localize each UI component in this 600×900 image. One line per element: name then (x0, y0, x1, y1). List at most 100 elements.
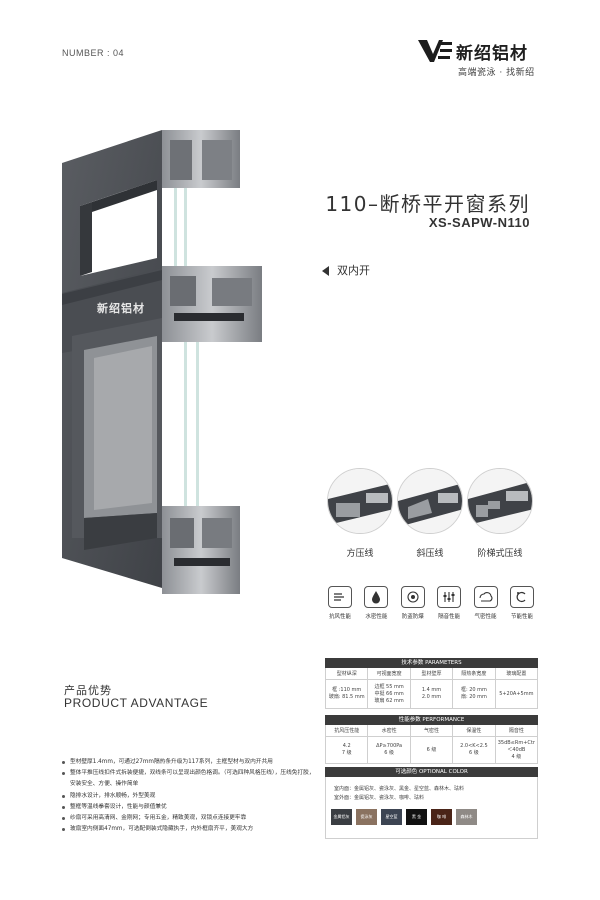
advantage-list: 型材壁厚1.4mm，可通过27mm隔热条升级为117系列，主框型材与双内开共用 … (62, 757, 317, 835)
table-cell-line: 2.0 mm (421, 694, 442, 700)
table-cell: 5+20A+5mm (496, 680, 537, 708)
color-swatch: 金属铝灰 (331, 809, 352, 825)
list-item: 玻扇室内侧面47mm，可选配倒装式隐藏执手，内外框扇齐平，美观大方 (62, 824, 317, 835)
table-header-cell: 隔热条宽度 (453, 668, 495, 680)
feature-wind: 抗风性能 (325, 586, 355, 620)
series-title: 110–断桥平开窗系列 (325, 192, 530, 216)
list-item: 整框等温线拳套设计，性能与颜值兼优 (62, 802, 317, 813)
table-header-cell: 气密性 (410, 725, 453, 737)
table-cell: 6 级 (411, 737, 452, 763)
indoor-colors: 室内面：金属铝灰、瓷泳灰、黑金、星空蓝、森林木、珐料 (334, 786, 465, 792)
table-cell-line: 1.4 mm (421, 687, 442, 693)
water-tight-icon (364, 586, 389, 608)
anti-theft-icon (400, 586, 425, 608)
feature-energy: 节能性能 (507, 586, 537, 620)
color-swatch: 咖 啡 (431, 809, 452, 825)
bead-image (397, 468, 463, 534)
bead-style-bevel: 斜压线 (396, 468, 464, 559)
bead-image (327, 468, 393, 534)
feature-icons: 抗风性能 水密性能 防盗防爆 隔音性能 气密性能 节能性能 (325, 586, 537, 620)
opening-type: 双内开 (322, 262, 370, 278)
color-swatch: 瓷泳灰 (356, 809, 377, 825)
table-header-cell: 型材纵深 (326, 668, 368, 680)
advantage-title-cn: 产品优势 (64, 684, 112, 697)
opening-type-label: 双内开 (337, 264, 370, 277)
table-cell-line: 35dB≤Rm+Ctr＜40dB (497, 739, 535, 753)
energy-saving-icon (509, 586, 534, 608)
table-cell-line: 6 级 (384, 750, 394, 756)
table-cell-line: 边框 55 mm (374, 683, 404, 690)
table-cell-line: 玻扇 62 mm (374, 697, 404, 704)
feature-air: 气密性能 (471, 586, 501, 620)
table-cell-line: 扇: 20 mm (460, 694, 487, 700)
product-badge: 新绍铝材 (97, 302, 145, 315)
table-cell-line: 6 级 (426, 746, 437, 753)
feature-anti-theft: 防盗防爆 (398, 586, 428, 620)
color-swatch: 黑 金 (406, 809, 427, 825)
table-header-cell: 水密性 (368, 725, 410, 737)
bead-style-square: 方压线 (326, 468, 394, 559)
page-number: NUMBER : 04 (62, 48, 125, 58)
table-cell-line: 框: 20 mm (460, 687, 487, 693)
sound-insulation-icon (437, 586, 462, 608)
table-cell-line: ΔP≥700Pa (376, 743, 403, 749)
table-header-cell: 隔音性 (495, 725, 538, 737)
table-header-cell: 抗风压性能 (326, 725, 368, 737)
advantage-title-en: PRODUCT ADVANTAGE (64, 696, 209, 710)
table-column: 气密性 6 级 (410, 725, 454, 763)
bead-label: 方压线 (346, 549, 374, 559)
table-header-cell: 可视面宽度 (368, 668, 410, 680)
table-cell-line: 7 级 (341, 750, 352, 756)
table-cell-line: 5+20A+5mm (499, 690, 534, 697)
vs-logo-icon (418, 40, 452, 62)
optional-color-panel: 可选颜色 OPTIONAL COLOR 室内面：金属铝灰、瓷泳灰、黑金、星空蓝、… (325, 767, 538, 839)
table-header-cell: 玻璃配置 (495, 668, 538, 680)
table-column: 玻璃配置 5+20A+5mm (495, 668, 539, 708)
bead-style-stepped: 阶梯式压线 (466, 468, 534, 559)
table-header-cell: 保温性 (453, 725, 495, 737)
table-cell-line: 玻扇: 81.5 mm (328, 694, 365, 700)
window-product-image (62, 130, 262, 594)
wind-pressure-icon (328, 586, 352, 608)
series-model: XS-SAPW-N110 (428, 215, 530, 230)
table-cell-line: 6 级 (469, 750, 479, 756)
optional-color-title: 可选颜色 OPTIONAL COLOR (325, 767, 538, 777)
table-cell-line: 中挺 66 mm (374, 690, 404, 697)
feature-water: 水密性能 (361, 586, 391, 620)
feature-sound: 隔音性能 (434, 586, 464, 620)
brand-name: 新绍铝材 (456, 44, 528, 64)
brand-logo: 新绍铝材 高端瓷泳 · 找新绍 (418, 38, 553, 80)
triangle-left-icon (322, 266, 329, 276)
color-swatch: 星空蓝 (381, 809, 402, 825)
list-item: 隐排水设计，排水顺畅，外型美观 (62, 791, 317, 802)
air-tight-icon (473, 586, 498, 608)
color-swatch: 森林木 (456, 809, 477, 825)
table-cell-line: 2.0<K<2.5 (460, 743, 488, 749)
bead-image (467, 468, 533, 534)
table-cell-line: 框 :110 mm (332, 687, 362, 693)
list-item: 整体平推压线扣件式拆装便捷，双线条可以呈现出颜色格调。（可选四种风格压线），压线… (62, 768, 317, 790)
performance-title: 性能参数 PERFORMANCE (325, 715, 538, 725)
list-item: 型材壁厚1.4mm，可通过27mm隔热条升级为117系列，主框型材与双内开共用 (62, 757, 317, 768)
bead-label: 斜压线 (416, 549, 444, 559)
outdoor-colors: 室外面：金属铝灰、瓷泳灰、咖啡、珐料 (334, 795, 425, 801)
list-item: 纱扇可采用高清网、金刚网；专用五金，精致美观，双锁点连接更牢靠 (62, 813, 317, 824)
table-header-cell: 型材壁厚 (410, 668, 453, 680)
